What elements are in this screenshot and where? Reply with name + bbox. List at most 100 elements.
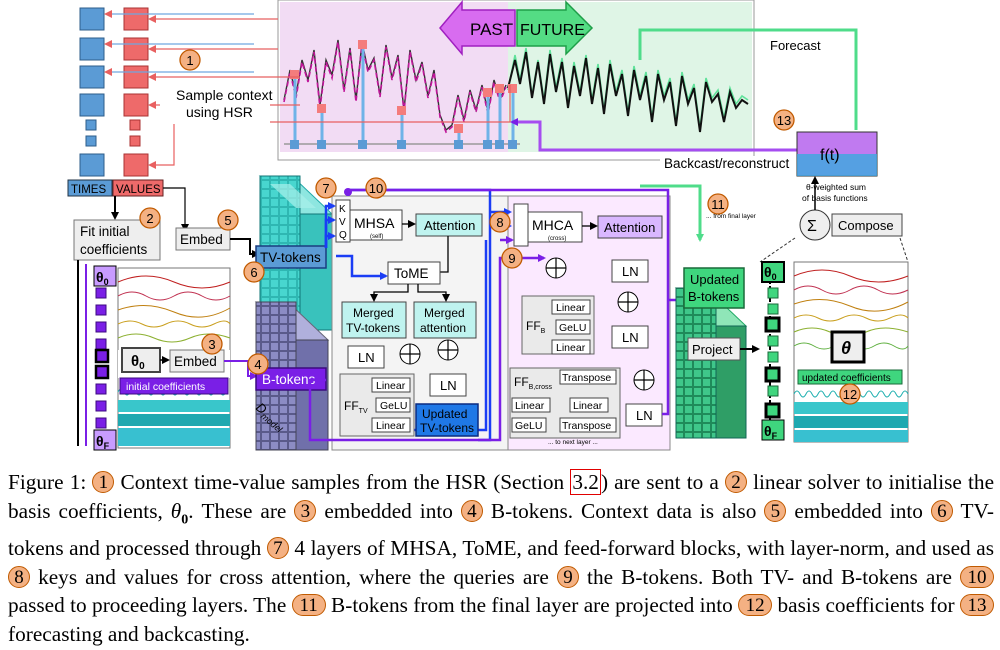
caption-part-5: embedded into — [324, 498, 453, 523]
basis-stack-right: θ updated coefficients — [793, 261, 909, 443]
merged-att-box — [413, 301, 477, 339]
badge-11: 11 — [707, 193, 729, 215]
embed-label-top: Embed — [180, 232, 223, 247]
forecast-series-pred — [507, 51, 749, 133]
caption-part-1: Context time-value samples from the HSR … — [120, 470, 565, 494]
caption-num-5: 5 — [764, 499, 787, 522]
times-box — [67, 179, 113, 197]
caption-part-2: ) are sent to a — [600, 470, 719, 494]
cross-ln-2-label: LN — [622, 330, 639, 345]
mhsa-box — [349, 209, 403, 241]
sample-column: Sample context using HSR TIMES VALUES — [67, 7, 511, 197]
cross-ln-1 — [611, 259, 649, 283]
caption-num-11: 11 — [291, 594, 326, 617]
cross-ln-2 — [611, 325, 649, 349]
updated-b-label-1: Updated — [690, 272, 739, 287]
number-badges: 1 2 3 4 5 6 7 8 9 10 11 12 13 — [139, 49, 861, 405]
badge-5: 5 — [217, 209, 239, 231]
mhsa-sub: (self) — [370, 234, 383, 240]
cross-attention-label: Attention — [604, 220, 655, 235]
section-reference-link[interactable]: 3.2 — [570, 469, 601, 495]
cross-ln-1-label: LN — [622, 264, 639, 279]
fit-label-2: coefficients — [80, 242, 148, 257]
merged-tv-label-1: Merged — [353, 306, 394, 320]
updated-b-label-2: B-tokens — [688, 289, 740, 304]
ff-bcross-transpose-2: Transpose — [562, 420, 611, 432]
self-attention-block: K V Q MHSA (self) Attention ToME Merged … — [324, 195, 509, 451]
svg-text:6: 6 — [250, 265, 257, 280]
merged-att-label-2: attention — [420, 321, 466, 335]
updated-tv-label-2: TV-tokens — [420, 421, 474, 435]
ff-tv-linear-2: Linear — [376, 420, 406, 432]
fit-label-1: Fit initial — [80, 224, 130, 239]
ff-bcross-transpose-1: Transpose — [562, 372, 611, 384]
svg-text:5: 5 — [224, 213, 231, 228]
updated-b-token-stack — [674, 287, 748, 439]
caption-part-8: TV-tokens and processed through — [8, 498, 995, 561]
badge-7: 7 — [315, 177, 337, 199]
caption-num-2: 2 — [724, 471, 747, 493]
self-ln-1-label: LN — [358, 350, 375, 365]
caption-num-7: 7 — [266, 537, 289, 560]
svg-text:8: 8 — [496, 215, 503, 230]
svg-text:11: 11 — [711, 197, 725, 212]
tome-label: ToME — [394, 266, 429, 281]
ff-bcross-label: FFB,cross — [514, 375, 553, 391]
mhca-label: MHCA — [532, 217, 574, 233]
cross-attention-block: MHCA (cross) Attention LN FFB Linear GeL… — [507, 195, 671, 451]
caption-part-11: the B-tokens. Both TV- and B-tokens are — [587, 564, 952, 589]
badge-3: 3 — [201, 333, 223, 355]
svg-text:9: 9 — [508, 251, 515, 266]
caption-num-10: 10 — [960, 565, 994, 588]
self-attention-box — [415, 213, 483, 237]
compose-box — [831, 213, 903, 237]
mhsa-label: MHSA — [354, 215, 395, 231]
caption-fig-label: Figure 1: — [8, 470, 87, 494]
badge-6: 6 — [243, 261, 265, 283]
next-layer-label: ... to next layer ... — [548, 439, 598, 446]
self-ln-2 — [429, 373, 467, 397]
sum-symbol: Σ — [807, 218, 817, 235]
caption-part-9: 4 layers of MHSA, ToME, and feed-forward… — [294, 536, 994, 561]
tv-tokens-label: TV-tokens — [260, 250, 321, 265]
badge-13: 13 — [773, 109, 795, 131]
using-hsr-label: using HSR — [186, 104, 253, 120]
timeseries-panel: PAST FUTURE Forecast — [277, 0, 821, 161]
caption-theta: θ0 — [170, 498, 189, 527]
weighted-sum-label-1: θ-weighted sum — [806, 182, 866, 192]
tv-tokens-box — [255, 245, 327, 269]
tome-box — [387, 261, 441, 285]
self-attention-label: Attention — [424, 218, 475, 233]
initial-coefficients-label: initial coefficients — [126, 381, 205, 393]
caption-num-9: 9 — [556, 565, 579, 588]
updated-tv-tokens-box — [415, 403, 479, 437]
ff-bcross-linear-2: Linear — [573, 400, 603, 412]
future-arrow — [516, 0, 594, 56]
svg-text:13: 13 — [777, 113, 791, 128]
cross-ln-3-label: LN — [636, 408, 653, 423]
updated-tv-label-1: Updated — [422, 407, 467, 421]
caption-part-3: linear solver to initialise the basis co… — [8, 470, 995, 523]
self-q: Q — [339, 230, 347, 241]
backcast-label: Backcast/reconstruct — [664, 156, 790, 171]
mhca-sub: (cross) — [548, 236, 566, 242]
svg-text:1: 1 — [186, 53, 193, 68]
ff-b-linear-1: Linear — [556, 302, 586, 314]
figure-caption: Figure 1: 1 Context time-value samples f… — [8, 468, 994, 648]
mhca-box — [527, 211, 583, 243]
caption-part-15: forecasting and backcasting. — [8, 621, 250, 646]
caption-part-10: keys and values for cross attention, whe… — [38, 564, 549, 589]
ff-bcross-linear-1: Linear — [515, 400, 545, 412]
caption-part-7: embedded into — [794, 498, 923, 523]
caption-num-6: 6 — [930, 499, 953, 522]
caption-part-4: . These are — [188, 498, 287, 523]
updated-b-tokens-box — [683, 267, 745, 309]
badge-4: 4 — [247, 353, 269, 375]
ff-b-label: FFB — [526, 319, 546, 335]
caption-num-4: 4 — [460, 499, 483, 522]
ff-bcross-gelu: GeLU — [515, 420, 542, 432]
caption-part-13: B-tokens from the final layer are projec… — [331, 593, 733, 618]
merged-tv-label-2: TV-tokens — [346, 321, 400, 335]
theta-updated: θ — [841, 338, 851, 358]
past-label: PAST — [470, 20, 513, 39]
